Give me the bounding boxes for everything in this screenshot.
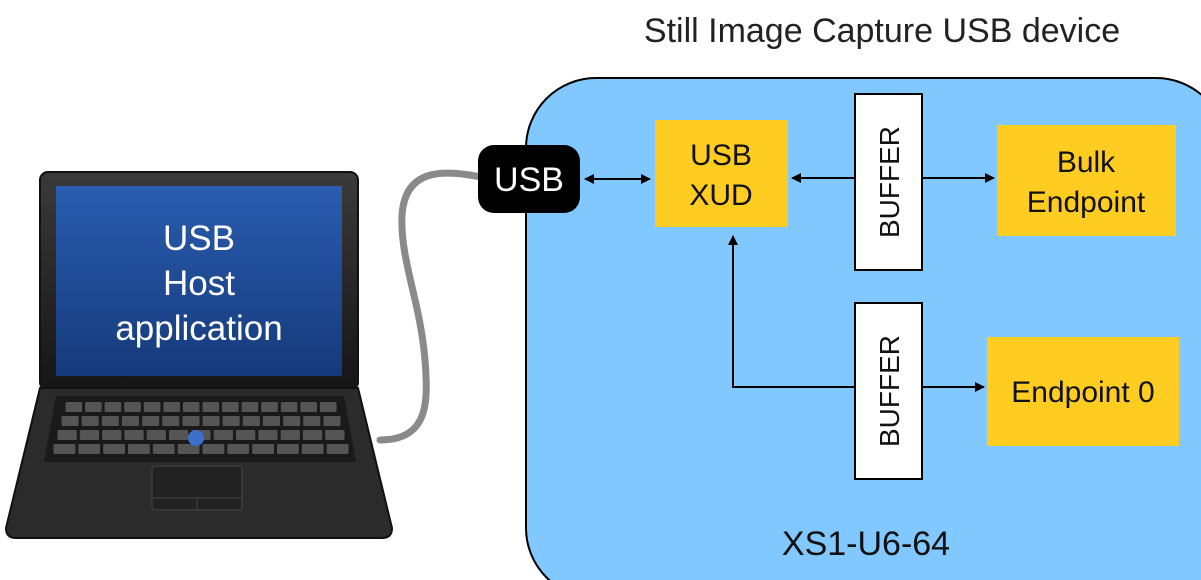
xud-line-1: USB <box>690 139 752 172</box>
keyboard-key <box>79 430 100 440</box>
keyboard-key <box>162 416 180 426</box>
keyboard-key <box>81 416 99 426</box>
bulk-endpoint-block <box>997 125 1176 236</box>
keyboard-key <box>280 430 300 440</box>
keyboard-key <box>326 444 349 454</box>
keyboard-key <box>325 430 345 440</box>
trackpoint-icon <box>188 430 204 446</box>
keyboard-key <box>102 430 122 440</box>
keyboard-key <box>302 430 323 440</box>
keyboard-key <box>177 444 200 454</box>
laptop-screen <box>56 186 342 376</box>
keyboard-keys <box>53 402 349 454</box>
usb-cable <box>376 169 489 444</box>
screen-line-3: application <box>115 309 282 348</box>
keyboard-key <box>152 444 175 454</box>
keyboard-key <box>258 430 278 440</box>
keyboard-key <box>202 444 225 454</box>
usb-connector-label: USB <box>494 161 564 199</box>
keyboard-key <box>142 416 160 426</box>
keyboard-key <box>182 402 200 412</box>
keyboard-key <box>252 444 274 454</box>
keyboard-key <box>323 416 341 426</box>
keyboard-key <box>124 402 141 412</box>
keyboard-key <box>103 444 125 454</box>
keyboard-key <box>128 444 150 454</box>
keyboard-key <box>303 416 321 426</box>
xud-line-2: XUD <box>689 179 752 212</box>
screen-line-1: USB <box>163 219 235 258</box>
buffer-bottom-label: BUFFER <box>874 335 905 447</box>
keyboard-key <box>242 416 260 426</box>
keyboard-key <box>182 416 200 426</box>
keyboard-key <box>146 430 166 440</box>
keyboard-key <box>301 444 324 454</box>
keyboard-key <box>277 444 299 454</box>
usb-connector <box>478 145 580 213</box>
arrow-buffer0-to-xud <box>728 235 855 388</box>
keyboard-key <box>236 430 256 440</box>
keyboard-key <box>65 402 83 412</box>
keyboard-key <box>57 430 77 440</box>
keyboard-key <box>101 416 119 426</box>
endpoint0-block <box>987 337 1179 446</box>
keyboard-key <box>222 402 239 412</box>
keyboard-key <box>319 402 337 412</box>
keyboard-key <box>53 444 76 454</box>
bulk-endpoint-line-2: Endpoint <box>1027 186 1146 219</box>
keyboard-key <box>124 430 144 440</box>
keyboard-key <box>61 416 79 426</box>
keyboard-key <box>104 402 122 412</box>
endpoint0-label: Endpoint 0 <box>1011 376 1154 409</box>
keyboard-key <box>202 402 220 412</box>
laptop <box>4 171 394 539</box>
screen-line-2: Host <box>163 264 235 303</box>
keyboard-key <box>241 402 259 412</box>
keyboard-key <box>213 430 233 440</box>
keyboard-key <box>227 444 250 454</box>
keyboard-key <box>85 402 102 412</box>
keyboard-key <box>300 402 317 412</box>
keyboard-key <box>78 444 101 454</box>
chip-label: XS1-U6-64 <box>782 525 950 563</box>
keyboard-key <box>280 402 298 412</box>
xud-block <box>655 120 788 227</box>
keyboard-key <box>163 402 180 412</box>
buffer-bottom <box>854 302 923 480</box>
keyboard-key <box>262 416 280 426</box>
keyboard-key <box>222 416 240 426</box>
keyboard-key <box>202 416 220 426</box>
keyboard-key <box>283 416 301 426</box>
buffer-top <box>854 93 923 271</box>
keyboard-key <box>143 402 161 412</box>
bulk-endpoint-line-1: Bulk <box>1057 146 1116 179</box>
keyboard-key <box>121 416 139 426</box>
diagram-title: Still Image Capture USB device <box>644 12 1120 50</box>
buffer-top-label: BUFFER <box>874 126 905 238</box>
keyboard-key <box>169 430 189 440</box>
keyboard-key <box>261 402 278 412</box>
